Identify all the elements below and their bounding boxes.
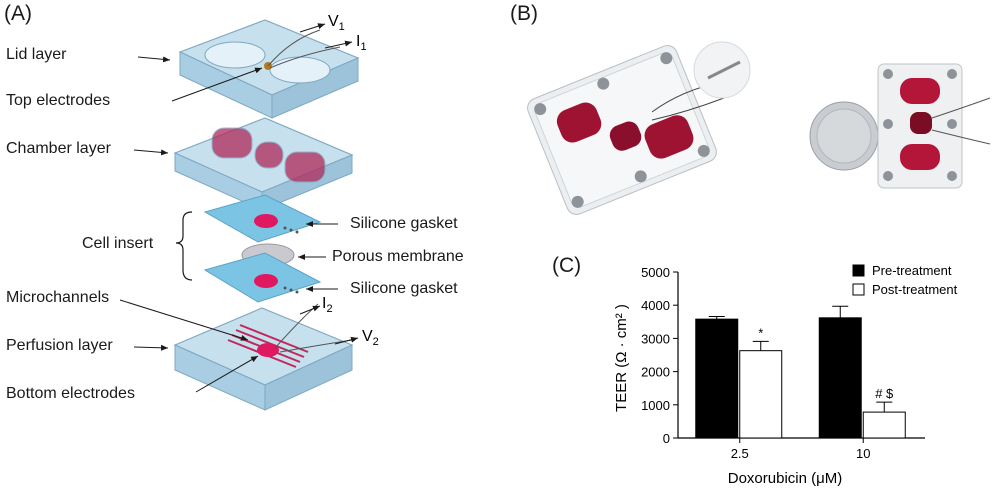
chamber-layer-label: Chamber layer: [6, 140, 111, 157]
panel-c-letter: (C): [552, 254, 582, 277]
chamber-layer-shape: [173, 117, 354, 211]
y-axis-label: TEER (Ω · cm² ): [613, 304, 630, 412]
y-tick-label: 0: [663, 431, 670, 446]
significance-label: *: [758, 325, 763, 340]
perfusion-layer-shape: [173, 303, 354, 411]
y-tick-label: 3000: [641, 331, 670, 346]
bar: [739, 350, 783, 439]
y-tick-label: 2000: [641, 365, 670, 380]
bottom-electrode-dot: [257, 343, 279, 357]
x-tick-label: 10: [856, 446, 870, 461]
terminal-i1-label: I1: [356, 33, 367, 53]
legend-swatch-post: [852, 283, 865, 296]
silicone-gasket-top-shape: [203, 194, 322, 243]
silicone-gasket-bottom-shape: [203, 252, 322, 303]
legend-label-post: Post-treatment: [872, 282, 958, 297]
bar: [818, 317, 862, 439]
chart-bars: * # $: [695, 305, 906, 439]
exploded-device-diagram: V1 I1 I2 V2: [119, 13, 379, 411]
teer-bar-chart: 0 1000 2000 3000 4000 5000 2.5 10 * # $ TEER (Ω …: [613, 263, 958, 487]
legend-label-pre: Pre-treatment: [872, 263, 952, 278]
device-photo-top-view: [877, 63, 991, 189]
top-electrodes-label: Top electrodes: [6, 92, 111, 109]
chart-legend: Pre-treatment Post-treatment: [852, 263, 958, 297]
device-photo-angled: [527, 45, 717, 215]
y-tick-label: 4000: [641, 298, 670, 313]
panel-b-letter: (B): [510, 2, 538, 25]
terminal-v2-label: V2: [362, 328, 379, 348]
panel-a-letter: (A): [4, 2, 32, 25]
cell-insert-brace: [175, 211, 193, 281]
perfusion-layer-label: Perfusion layer: [6, 337, 113, 354]
y-tick-label: 5000: [641, 265, 670, 280]
silicone-gasket-top-label: Silicone gasket: [350, 215, 458, 232]
cell-insert-label: Cell insert: [82, 235, 154, 252]
device-photographs: [527, 41, 991, 215]
bar: [862, 411, 906, 439]
microchannels-label: Microchannels: [6, 289, 110, 306]
y-tick-label: 1000: [641, 398, 670, 413]
legend-swatch-pre: [852, 264, 865, 277]
lid-layer-shape: [178, 19, 360, 119]
x-axis-label: Doxorubicin (μM): [728, 470, 843, 487]
terminal-v1-label: V1: [328, 13, 345, 33]
porous-membrane-label: Porous membrane: [332, 248, 464, 265]
significance-label: # $: [875, 386, 894, 401]
terminal-i2-label: I2: [322, 295, 333, 315]
silicone-gasket-bottom-label: Silicone gasket: [350, 280, 458, 297]
bottom-electrodes-label: Bottom electrodes: [6, 385, 135, 402]
x-tick-label: 2.5: [731, 446, 749, 461]
lid-layer-label: Lid layer: [6, 46, 67, 63]
bar: [695, 318, 739, 439]
